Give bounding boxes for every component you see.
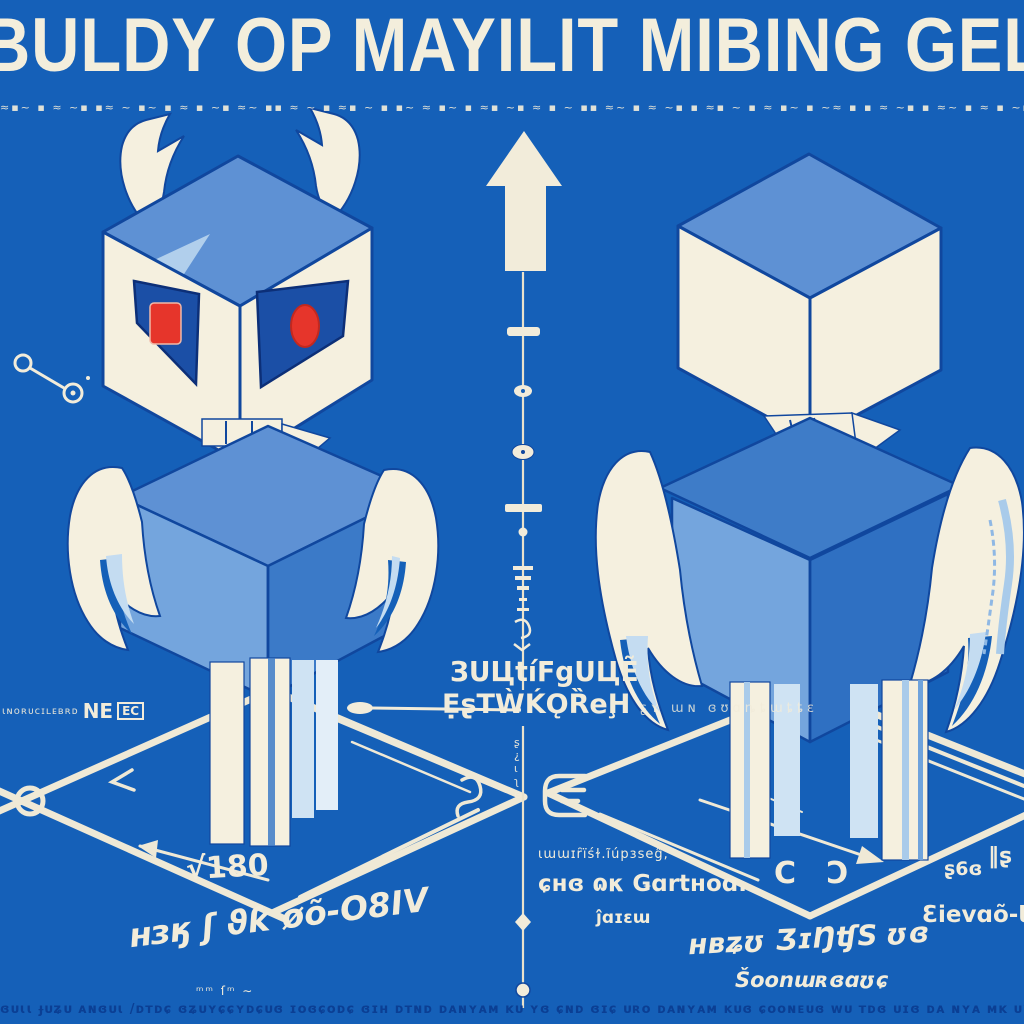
- edge-arrowhead-icon: [107, 768, 136, 792]
- left-dimension-row: ɩɴᴏʀᴜᴄɪʟᴇʙʀᴅ NE EC: [2, 699, 145, 723]
- bottom-right-script-line2: Šoonɯʀɞɑʊɕ: [735, 968, 889, 992]
- left-platform-value: √180: [185, 847, 270, 888]
- horn-icons: [119, 106, 361, 228]
- leader-arrow-head-icon: [347, 702, 373, 714]
- bottom-micro-text-strip: ɞᴜɩɩ ɟᴜʑᴜ ᴀɴɞᴜɩ /ᴅᴛᴅɕ ɞʑᴜʏɕɕʏᴅɕᴜɞ ɪᴏɞɕᴏᴅ…: [0, 1002, 1024, 1017]
- center-annotation-faint: ʂʏ ɯɴ ɞʊɑȵȶɯȶȶɛ: [640, 701, 819, 716]
- axis-glyph-column: ʂ ¿ ɩ ʅ ɞ: [514, 736, 522, 801]
- dimension-arrowhead-icon: [856, 846, 884, 864]
- left-claw-arm: [594, 450, 704, 732]
- bottom-left-script-line2: ᵐᵐ ſᵐ ∼: [196, 984, 255, 998]
- head-cube: [676, 152, 943, 442]
- legs: [209, 657, 338, 847]
- curl-glyph-icon: [455, 775, 483, 818]
- torso-cube: [658, 416, 962, 744]
- arm-texture: [996, 498, 1014, 655]
- mid-bottom-note-line2: ɕʜɞ ɷκ Ǥɑrtʜoɑ.: [538, 871, 747, 897]
- mid-bottom-note-line1: ɩɯɯɪȓïśɫ.ĩúpзseĝ,: [538, 847, 669, 862]
- dumbbell-callout-icon: [13, 353, 90, 404]
- arms: [66, 466, 440, 654]
- dimension-arrowhead-icon: [138, 840, 158, 858]
- legs: [729, 679, 929, 861]
- platform-vertex-ring: [14, 785, 46, 817]
- mid-bottom-note-line3: ĵɑɪɛɯ: [596, 908, 651, 928]
- left-eye-red: [149, 302, 182, 345]
- left-robot: [66, 106, 440, 847]
- dimension-boxed-label: EC: [117, 702, 145, 720]
- center-annotation-line1: ЗUЦtíFgUЦẼ: [450, 655, 639, 688]
- center-axis: [347, 131, 562, 1008]
- right-eye-red: [290, 304, 320, 348]
- diamond-bead-icon: [515, 913, 531, 931]
- right-platform-brackets: C Ɔ: [774, 856, 859, 891]
- center-annotation-line2: ẸʂTẀḰǪȐeḨ: [442, 689, 631, 720]
- eyes: [132, 279, 350, 390]
- right-margin-label: ʂ6ɞ: [944, 858, 983, 880]
- right-robot: [594, 152, 1024, 861]
- top-tick-strip: ≈▪~ ▪ ≈ ~▪ ▪≈ ~ ▪~ ▪ ≈ ▪ ~▪ ≈~ ▪▪ ≈ ~ ▪ …: [0, 101, 1024, 114]
- dimension-label: NE: [82, 699, 114, 723]
- round-bead-icon: [515, 982, 531, 998]
- right-edge-script: Ɛievɑõ-Ɯ: [922, 902, 1024, 928]
- dimension-micro-text: ɩɴᴏʀᴜᴄɪʟᴇʙʀᴅ: [2, 705, 79, 717]
- up-arrow-icon: [486, 131, 562, 271]
- clamp-glyph-icon: [542, 773, 588, 818]
- right-margin-bars: ‖ʂ: [988, 844, 1013, 869]
- page-title: BULDY OP MAYILIT MIBING GELDOR: [0, 3, 1024, 88]
